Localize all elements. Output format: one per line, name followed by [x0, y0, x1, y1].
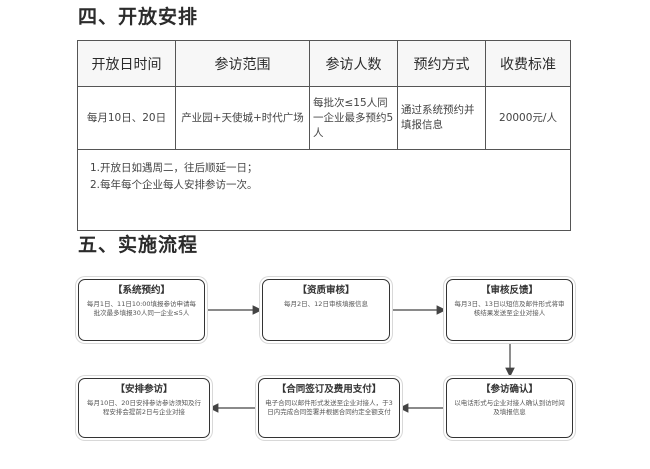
flow-step-title: 【审核反馈】: [480, 285, 538, 296]
notes-row: 1.开放日如遇周二，往后顺延一日； 2.每年每个企业每人安排参访一次。: [77, 149, 571, 231]
flow-step-desc: 每月10日、20日安排参访参访须知及行程安排会提前2日与企业对接: [86, 399, 202, 416]
schedule-table: 开放日时间 参访范围 参访人数 预约方式 收费标准 每月10日、20日 产业园+…: [77, 40, 571, 231]
table-header-row: 开放日时间 参访范围 参访人数 预约方式 收费标准: [77, 40, 571, 87]
flow-step-desc: 每月2日、12日审核填报信息: [284, 300, 368, 308]
flow-step-system-booking: 【系统预约】 每月1日、11日10:00填报参访申请每批次最多填报30人同一企业…: [78, 279, 205, 341]
cell-booking-method: 通过系统预约并填报信息: [397, 86, 486, 150]
cell-fee-standard: 20000元/人: [485, 86, 571, 150]
flow-step-title: 【安排参访】: [115, 384, 173, 395]
flow-step-title: 【系统预约】: [112, 285, 170, 296]
header-visit-scope: 参访范围: [175, 40, 310, 87]
header-booking-method: 预约方式: [397, 40, 486, 87]
section-title-open-arrangement: 四、开放安排: [78, 6, 199, 28]
header-fee-standard: 收费标准: [485, 40, 571, 87]
flow-step-title: 【参访确认】: [480, 384, 538, 395]
note-item: 2.每年每个企业每人安排参访一次。: [90, 179, 258, 191]
flow-step-review-feedback: 【审核反馈】 每月3日、13日以短信及邮件形式将审核结果发送至企业对接人: [446, 279, 573, 341]
flow-step-desc: 每月1日、11日10:00填报参访申请每批次最多填报30人同一企业≤5人: [86, 300, 197, 317]
flow-step-title: 【资质审核】: [297, 285, 355, 296]
notes-cell: 1.开放日如遇周二，往后顺延一日； 2.每年每个企业每人安排参访一次。: [77, 149, 571, 231]
note-item: 1.开放日如遇周二，往后顺延一日；: [90, 162, 258, 174]
flow-step-arrange-visit: 【安排参访】 每月10日、20日安排参访参访须知及行程安排会提前2日与企业对接: [78, 378, 210, 438]
cell-visitor-count: 每批次≤15人同一企业最多预约5人: [309, 86, 398, 150]
flow-step-desc: 每月3日、13日以短信及邮件形式将审核结果发送至企业对接人: [454, 300, 565, 317]
flow-step-qualification-review: 【资质审核】 每月2日、12日审核填报信息: [262, 279, 390, 341]
flow-step-contract-payment: 【合同签订及费用支付】 电子合同以邮件形式发送至企业对接人，于3日内完成合同签署…: [258, 378, 400, 438]
flow-step-title: 【合同签订及费用支付】: [276, 384, 382, 395]
cell-visit-scope: 产业园+天使城+时代广场: [175, 86, 310, 150]
flow-step-visit-confirmation: 【参访确认】 以电话形式与企业对接人确认到访时间及填报信息: [446, 378, 573, 438]
flow-step-desc: 以电话形式与企业对接人确认到访时间及填报信息: [454, 399, 565, 416]
table-row: 每月10日、20日 产业园+天使城+时代广场 每批次≤15人同一企业最多预约5人…: [77, 86, 571, 150]
section-title-implementation-process: 五、实施流程: [78, 234, 199, 256]
header-visitor-count: 参访人数: [309, 40, 398, 87]
flow-step-desc: 电子合同以邮件形式发送至企业对接人，于3日内完成合同签署并根据合同约定全额支付: [265, 399, 393, 416]
